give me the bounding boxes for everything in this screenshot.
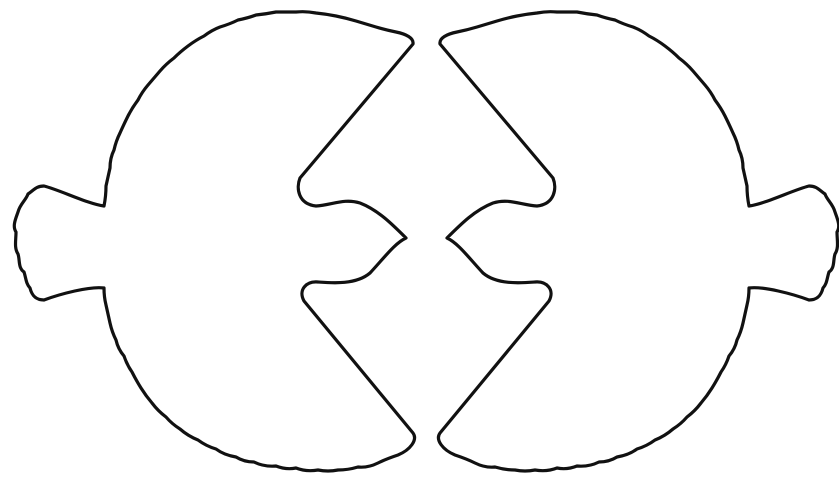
left-shape bbox=[14, 12, 414, 471]
right-shape bbox=[438, 12, 838, 471]
right-shape-outline bbox=[438, 12, 838, 471]
left-shape-outline bbox=[14, 12, 414, 471]
